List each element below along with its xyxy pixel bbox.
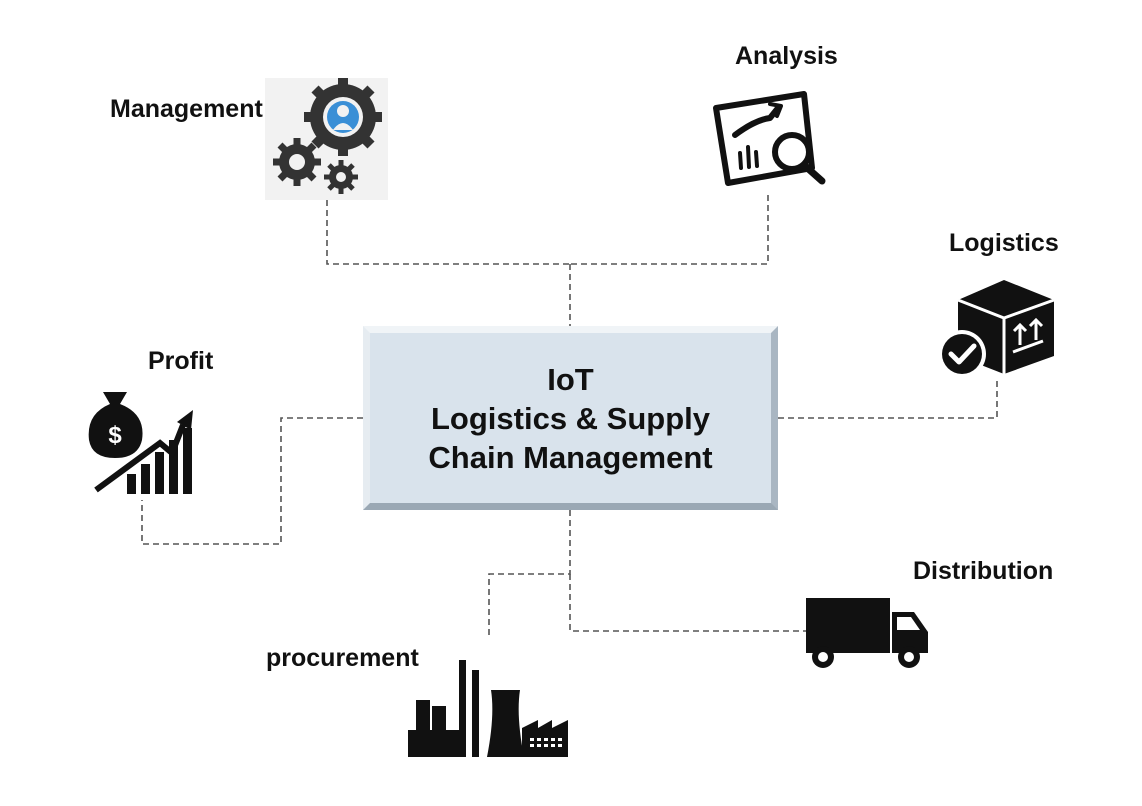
- truck-icon: [806, 598, 928, 668]
- connector-management: [326, 200, 570, 265]
- center-title-line-1: IoT: [547, 361, 594, 397]
- connector-profit: [141, 417, 363, 545]
- center-box: IoT Logistics & Supply Chain Management: [363, 326, 778, 510]
- profit-label: Profit: [148, 347, 214, 375]
- connectors: [141, 195, 998, 638]
- box-check-icon: [938, 280, 1055, 378]
- gears-person-icon: [265, 78, 388, 200]
- center-title-line-2: Logistics & Supply: [430, 400, 711, 436]
- connector-logistics: [778, 378, 998, 419]
- connector-analysis: [570, 195, 769, 265]
- distribution-label: Distribution: [913, 557, 1054, 585]
- svg-text:$: $: [108, 422, 122, 449]
- connector-distribution: [569, 574, 806, 632]
- logistics-label: Logistics: [949, 229, 1059, 257]
- connector-procurement: [488, 510, 571, 638]
- center-title-line-3: Chain Management: [428, 439, 713, 475]
- chart-magnifier-icon: [713, 91, 826, 186]
- procurement-label: procurement: [266, 644, 419, 672]
- money-bag-growth-icon: $: [88, 392, 193, 494]
- analysis-label: Analysis: [735, 42, 838, 70]
- factory-icon: [408, 660, 568, 757]
- management-label: Management: [110, 95, 263, 123]
